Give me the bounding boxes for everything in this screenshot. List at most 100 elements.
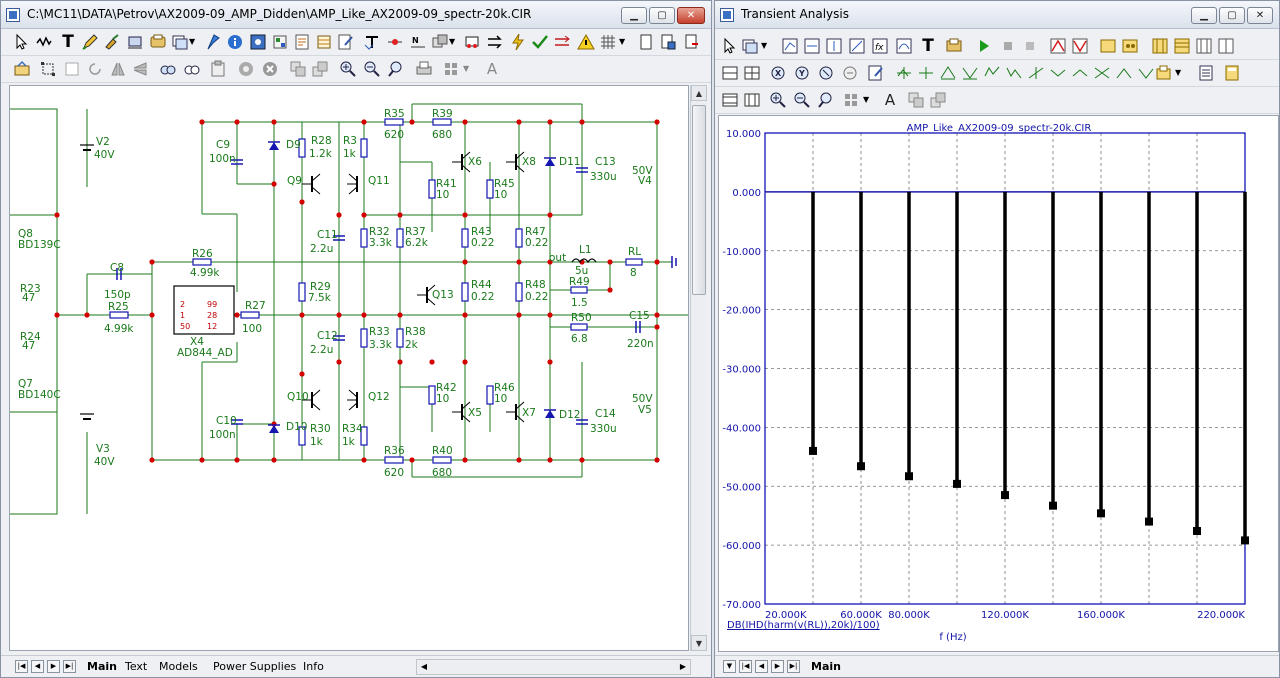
zoom-in-icon[interactable]	[769, 91, 787, 109]
layout-1-icon[interactable]	[1151, 37, 1169, 55]
cursor-global-low-icon[interactable]	[1071, 64, 1089, 82]
scale-fit-icon[interactable]	[848, 37, 866, 55]
flip-y-icon[interactable]	[131, 60, 149, 78]
dropdown-arrow-icon[interactable]: ▼	[619, 37, 626, 46]
peak-icon[interactable]	[1049, 37, 1067, 55]
select-tool-icon[interactable]	[13, 33, 31, 51]
stop-icon[interactable]	[999, 37, 1017, 55]
curve-icon[interactable]	[895, 37, 913, 55]
page-icon[interactable]	[1197, 64, 1215, 82]
zoom-reset-icon[interactable]	[841, 64, 859, 82]
properties-icon[interactable]	[945, 37, 963, 55]
cursor-high-icon[interactable]	[983, 64, 1001, 82]
box-icon[interactable]	[63, 60, 81, 78]
layout-3-icon[interactable]	[1195, 37, 1213, 55]
properties-icon[interactable]	[293, 33, 311, 51]
scroll-down-icon[interactable]: ▼	[723, 660, 736, 673]
window-tool-icon[interactable]	[171, 33, 189, 51]
tab-main[interactable]: Main	[811, 660, 841, 673]
info-icon[interactable]	[226, 33, 244, 51]
cursor-inflection-icon[interactable]	[1027, 64, 1045, 82]
find-next-icon[interactable]	[183, 60, 201, 78]
maximize-button[interactable]: ▢	[1219, 7, 1245, 24]
next-page-icon[interactable]: ▶	[771, 660, 784, 673]
cursor-valley-icon[interactable]	[961, 64, 979, 82]
select-tool-icon[interactable]	[721, 37, 739, 55]
zoom-x-icon[interactable]: X	[769, 64, 787, 82]
font-tool-icon[interactable]: A	[884, 91, 896, 109]
clipboard-icon[interactable]	[209, 60, 227, 78]
text-tool-icon[interactable]: T	[922, 36, 934, 56]
tab-models[interactable]: Models	[159, 660, 198, 673]
zoom-in-icon[interactable]	[339, 60, 357, 78]
page-icon[interactable]	[637, 33, 655, 51]
crosshair-tool-icon[interactable]	[743, 64, 761, 82]
tab-power-supplies[interactable]: Power Supplies	[213, 660, 297, 673]
page-export-icon[interactable]	[683, 33, 701, 51]
close-button[interactable]: ✕	[1247, 7, 1273, 24]
zoom-y-icon[interactable]: Y	[793, 64, 811, 82]
schematic-titlebar[interactable]: C:\MC11\DATA\Petrov\AX2009-09_AMP_Didden…	[1, 1, 711, 29]
maximize-button[interactable]: ▢	[649, 7, 675, 24]
close-button[interactable]: ✕	[677, 7, 705, 24]
library-icon[interactable]	[149, 33, 167, 51]
wire-tool-icon[interactable]	[35, 33, 53, 51]
scale-x-icon[interactable]	[803, 37, 821, 55]
cursor-low-icon[interactable]	[1005, 64, 1023, 82]
dropdown-arrow-icon[interactable]: ▼	[449, 37, 456, 46]
edit-doc-icon[interactable]	[337, 33, 355, 51]
scroll-left-arrow-icon[interactable]: ◀	[420, 662, 428, 671]
schematic-vertical-scrollbar[interactable]: ▲ ▼	[690, 85, 707, 651]
cursor-mode-icon[interactable]	[431, 33, 449, 51]
circuit-diagram[interactable]: V240VV340VQ8BD139CQ7BD140CR2347R2447C815…	[10, 86, 689, 651]
zoom-fit-icon[interactable]	[387, 60, 405, 78]
help-tool-icon[interactable]	[249, 33, 267, 51]
label-tool-icon[interactable]	[1155, 64, 1173, 82]
cursor-next-icon[interactable]	[895, 64, 913, 82]
cancel-icon[interactable]	[261, 60, 279, 78]
flip-x-icon[interactable]	[109, 60, 127, 78]
paste-icon[interactable]	[311, 60, 329, 78]
circle-stop-icon[interactable]	[237, 60, 255, 78]
zoom-fit-icon[interactable]	[817, 91, 835, 109]
last-page-icon[interactable]: ▶|	[63, 660, 76, 673]
first-page-icon[interactable]: |◀	[15, 660, 28, 673]
show-pins-icon[interactable]	[463, 33, 481, 51]
dropdown-arrow-icon[interactable]: ▼	[761, 41, 768, 50]
box-tool-icon[interactable]	[721, 64, 739, 82]
attr-text-icon[interactable]	[363, 33, 381, 51]
dropdown-arrow-icon[interactable]: ▼	[1175, 68, 1182, 77]
layout-4-icon[interactable]	[1217, 37, 1235, 55]
transient-titlebar[interactable]: Transient Analysis ▁ ▢ ✕	[715, 1, 1279, 29]
layout-2-icon[interactable]	[1173, 37, 1191, 55]
ab-swap-icon[interactable]	[553, 33, 571, 51]
copy-icon[interactable]	[907, 91, 925, 109]
text-tool-icon[interactable]: T	[62, 32, 74, 52]
tile-icon[interactable]	[443, 60, 461, 78]
plot-area[interactable]: AMP_Like_AX2009-09_spectr-20k.CIR DB(IHD…	[718, 115, 1279, 652]
tile-icon[interactable]	[843, 91, 861, 109]
plot-properties-icon[interactable]	[867, 64, 885, 82]
tokens-icon[interactable]	[1121, 37, 1139, 55]
run-icon[interactable]	[975, 37, 993, 55]
scroll-up-arrow-icon[interactable]: ▲	[691, 85, 707, 101]
rotate-icon[interactable]	[86, 60, 104, 78]
full-scale-icon[interactable]	[743, 91, 761, 109]
scroll-right-arrow-icon[interactable]: ▶	[679, 662, 687, 671]
page-copy-icon[interactable]	[659, 33, 677, 51]
zoom-out-icon[interactable]	[793, 91, 811, 109]
pencil-tool-icon[interactable]	[81, 33, 99, 51]
pause-icon[interactable]	[1021, 37, 1039, 55]
prev-page-icon[interactable]: ◀	[31, 660, 44, 673]
valley-icon[interactable]	[1071, 37, 1089, 55]
data-points-icon[interactable]	[1099, 37, 1117, 55]
component-tool-icon[interactable]	[126, 33, 144, 51]
dropdown-arrow-icon[interactable]: ▼	[863, 95, 870, 104]
copy-icon[interactable]	[289, 60, 307, 78]
cursor-top-icon[interactable]	[1137, 64, 1155, 82]
check-icon[interactable]	[531, 33, 549, 51]
grid-icon[interactable]	[599, 33, 617, 51]
flag-tool-icon[interactable]	[204, 33, 222, 51]
tab-main[interactable]: Main	[87, 660, 117, 673]
